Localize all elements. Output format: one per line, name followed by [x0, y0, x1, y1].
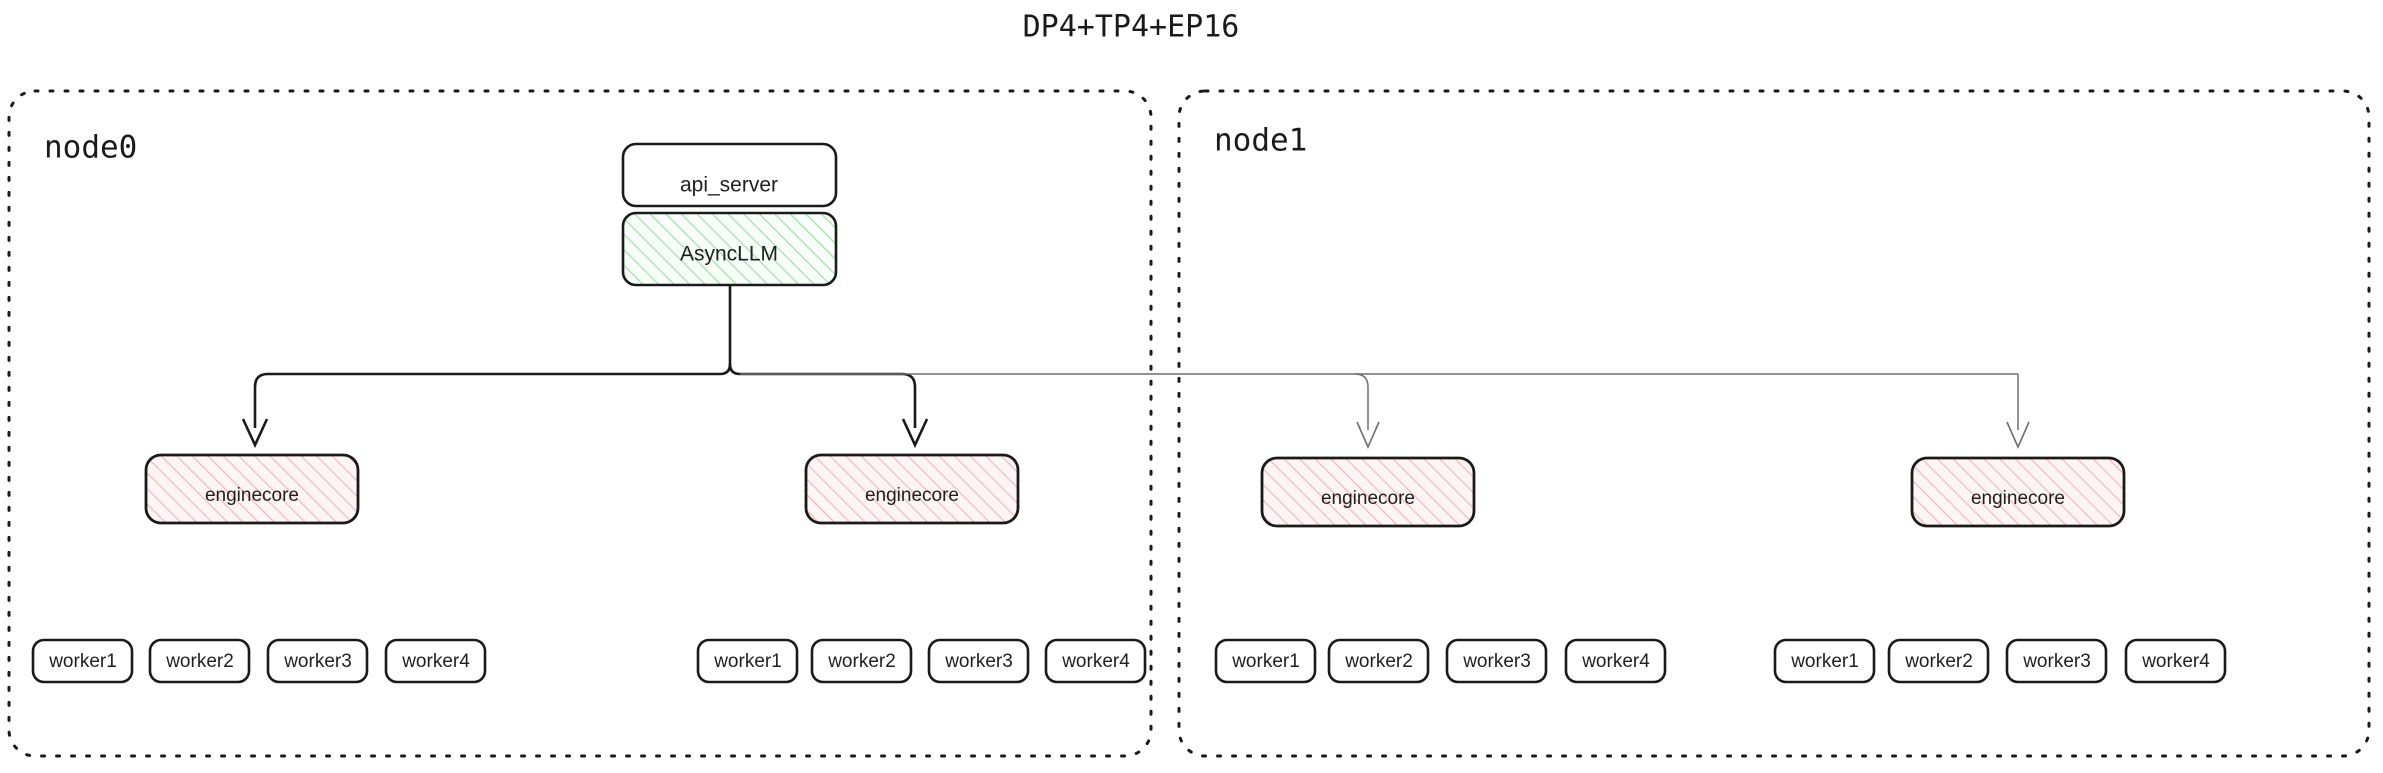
node0-enginecore-1-rect[interactable]	[804, 453, 1020, 525]
arrowhead-node1-ec1	[1356, 421, 1380, 449]
node1-enginecore-0-label: enginecore	[1321, 488, 1415, 509]
worker-label: worker4	[1061, 651, 1130, 672]
worker-rect[interactable]	[1773, 638, 1876, 684]
worker-box[interactable]: worker1	[1773, 638, 1876, 684]
node1-label: node1	[1214, 123, 1307, 159]
node-container-node0: node0	[7, 89, 1153, 758]
api-server-rect[interactable]	[621, 142, 838, 208]
node0-enginecore-1[interactable]: enginecore	[804, 453, 1020, 525]
worker-label: worker1	[1790, 651, 1859, 672]
worker-label: worker3	[944, 651, 1013, 672]
worker-label: worker1	[713, 651, 782, 672]
worker-label: worker2	[165, 651, 234, 672]
asyncllm-rect[interactable]	[621, 211, 838, 287]
node1-enginecore-0-workers: worker1 worker2 worker3 worker4	[1214, 638, 1667, 684]
api-server-box[interactable]: api_server	[621, 142, 838, 208]
node0-enginecore-1-label: enginecore	[865, 485, 959, 506]
worker-rect[interactable]	[1044, 638, 1147, 684]
diagram-title: DP4+TP4+EP16	[1023, 10, 1240, 45]
worker-rect[interactable]	[266, 638, 369, 684]
worker-label: worker3	[2022, 651, 2091, 672]
node1-enginecore-0-rect[interactable]	[1260, 456, 1476, 528]
worker-rect[interactable]	[1887, 638, 1990, 684]
worker-label: worker2	[827, 651, 896, 672]
worker-box[interactable]: worker2	[148, 638, 251, 684]
node0-enginecore-0-workers: worker1 worker2 worker3 worker4	[31, 638, 487, 684]
asyncllm-label: AsyncLLM	[680, 243, 778, 266]
connector-asyncllm-stem	[728, 285, 741, 376]
node0-boundary	[7, 89, 1153, 758]
node-container-node1: node1	[1177, 89, 2371, 758]
worker-box[interactable]: worker2	[810, 638, 913, 684]
connector-bus-left	[253, 372, 720, 428]
worker-label: worker3	[1462, 651, 1531, 672]
worker-rect[interactable]	[2005, 638, 2108, 684]
arrowhead-node0-ec1	[241, 418, 269, 449]
worker-label: worker3	[283, 651, 352, 672]
worker-box[interactable]: worker4	[384, 638, 487, 684]
node1-enginecore-1-rect[interactable]	[1910, 456, 2126, 528]
worker-label: worker1	[1231, 651, 1300, 672]
worker-box[interactable]: worker4	[2124, 638, 2227, 684]
node0-enginecore-0-label: enginecore	[205, 485, 299, 506]
worker-label: worker2	[1904, 651, 1973, 672]
worker-label: worker4	[401, 651, 470, 672]
worker-rect[interactable]	[148, 638, 251, 684]
worker-rect[interactable]	[696, 638, 799, 684]
worker-rect[interactable]	[927, 638, 1030, 684]
worker-box[interactable]: worker3	[266, 638, 369, 684]
worker-label: worker4	[1581, 651, 1650, 672]
worker-rect[interactable]	[810, 638, 913, 684]
arrowhead-node0-ec2	[901, 418, 929, 449]
worker-label: worker1	[48, 651, 117, 672]
worker-rect[interactable]	[384, 638, 487, 684]
worker-box[interactable]: worker2	[1327, 638, 1430, 684]
worker-box[interactable]: worker4	[1044, 638, 1147, 684]
worker-box[interactable]: worker1	[696, 638, 799, 684]
worker-rect[interactable]	[31, 638, 134, 684]
worker-box[interactable]: worker1	[1214, 638, 1317, 684]
worker-rect[interactable]	[1214, 638, 1317, 684]
node1-enginecore-1-workers: worker1 worker2 worker3 worker4	[1773, 638, 2227, 684]
worker-label: worker4	[2141, 651, 2210, 672]
node1-enginecore-1[interactable]: enginecore	[1910, 456, 2126, 528]
worker-box[interactable]: worker3	[1445, 638, 1548, 684]
asyncllm-box[interactable]: AsyncLLM	[621, 211, 838, 287]
worker-box[interactable]: worker3	[927, 638, 1030, 684]
worker-rect[interactable]	[2124, 638, 2227, 684]
node1-boundary	[1177, 89, 2371, 758]
node0-enginecore-0[interactable]: enginecore	[144, 453, 360, 525]
node0-label: node0	[44, 130, 137, 166]
api-server-label: api_server	[680, 174, 778, 197]
node0-enginecore-1-workers: worker1 worker2 worker3 worker4	[696, 638, 1147, 684]
worker-box[interactable]: worker1	[31, 638, 134, 684]
node1-enginecore-1-label: enginecore	[1971, 488, 2065, 509]
worker-box[interactable]: worker2	[1887, 638, 1990, 684]
arrowhead-node1-ec2	[2006, 421, 2030, 449]
node0-enginecore-0-rect[interactable]	[144, 453, 360, 525]
worker-rect[interactable]	[1445, 638, 1548, 684]
worker-rect[interactable]	[1564, 638, 1667, 684]
node1-enginecore-0[interactable]: enginecore	[1260, 456, 1476, 528]
connector-node1-ec1-drop	[1354, 373, 1369, 430]
connector-bus-right-node0	[740, 372, 917, 428]
connector-asyncllm-stem-left	[719, 363, 732, 376]
worker-label: worker2	[1344, 651, 1413, 672]
worker-rect[interactable]	[1327, 638, 1430, 684]
worker-box[interactable]: worker4	[1564, 638, 1667, 684]
worker-box[interactable]: worker3	[2005, 638, 2108, 684]
